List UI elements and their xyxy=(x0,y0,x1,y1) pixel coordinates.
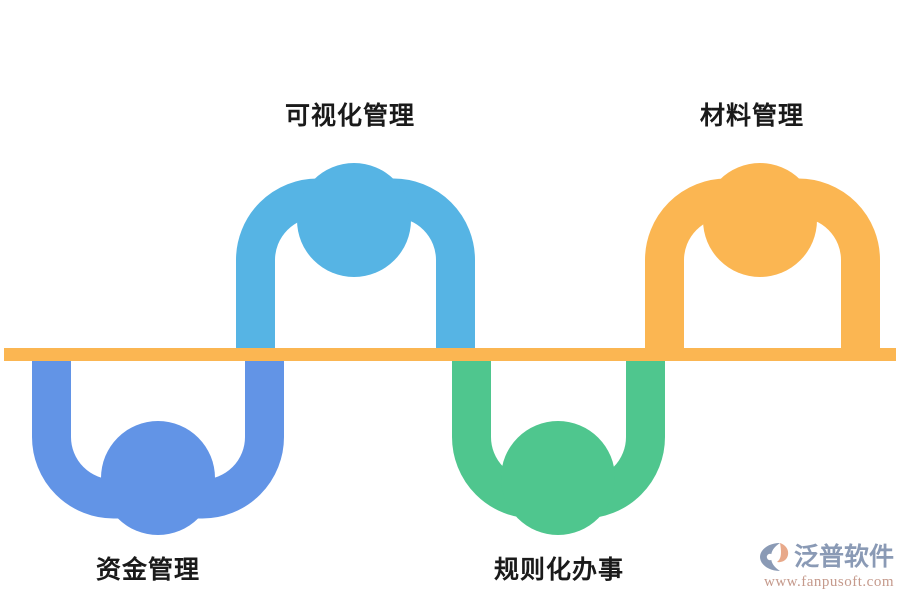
watermark-logo: 泛普软件 www.fanpusoft.com xyxy=(757,540,897,596)
fanpu-logo-icon xyxy=(760,543,789,571)
node-label-visual-management: 可视化管理 xyxy=(285,101,416,130)
watermark-brand-row: 泛普软件 xyxy=(757,540,897,574)
node-circle-darkblue xyxy=(101,421,215,535)
watermark-url-text: www.fanpusoft.com xyxy=(763,574,894,590)
node-shape-material-management[interactable] xyxy=(645,163,880,361)
node-shape-fund-management[interactable] xyxy=(32,348,284,535)
node-circle-green xyxy=(501,421,615,535)
node-label-fund-management: 资金管理 xyxy=(96,555,201,584)
node-circle-orange xyxy=(703,163,817,277)
node-label-rule-based-work: 规则化办事 xyxy=(494,555,625,584)
node-label-material-management: 材料管理 xyxy=(700,101,805,130)
node-shape-rule-based-work[interactable] xyxy=(452,348,665,535)
watermark-brand-text: 泛普软件 xyxy=(794,542,895,571)
node-circle-blue xyxy=(297,163,411,277)
node-shape-visual-management[interactable] xyxy=(236,163,475,361)
